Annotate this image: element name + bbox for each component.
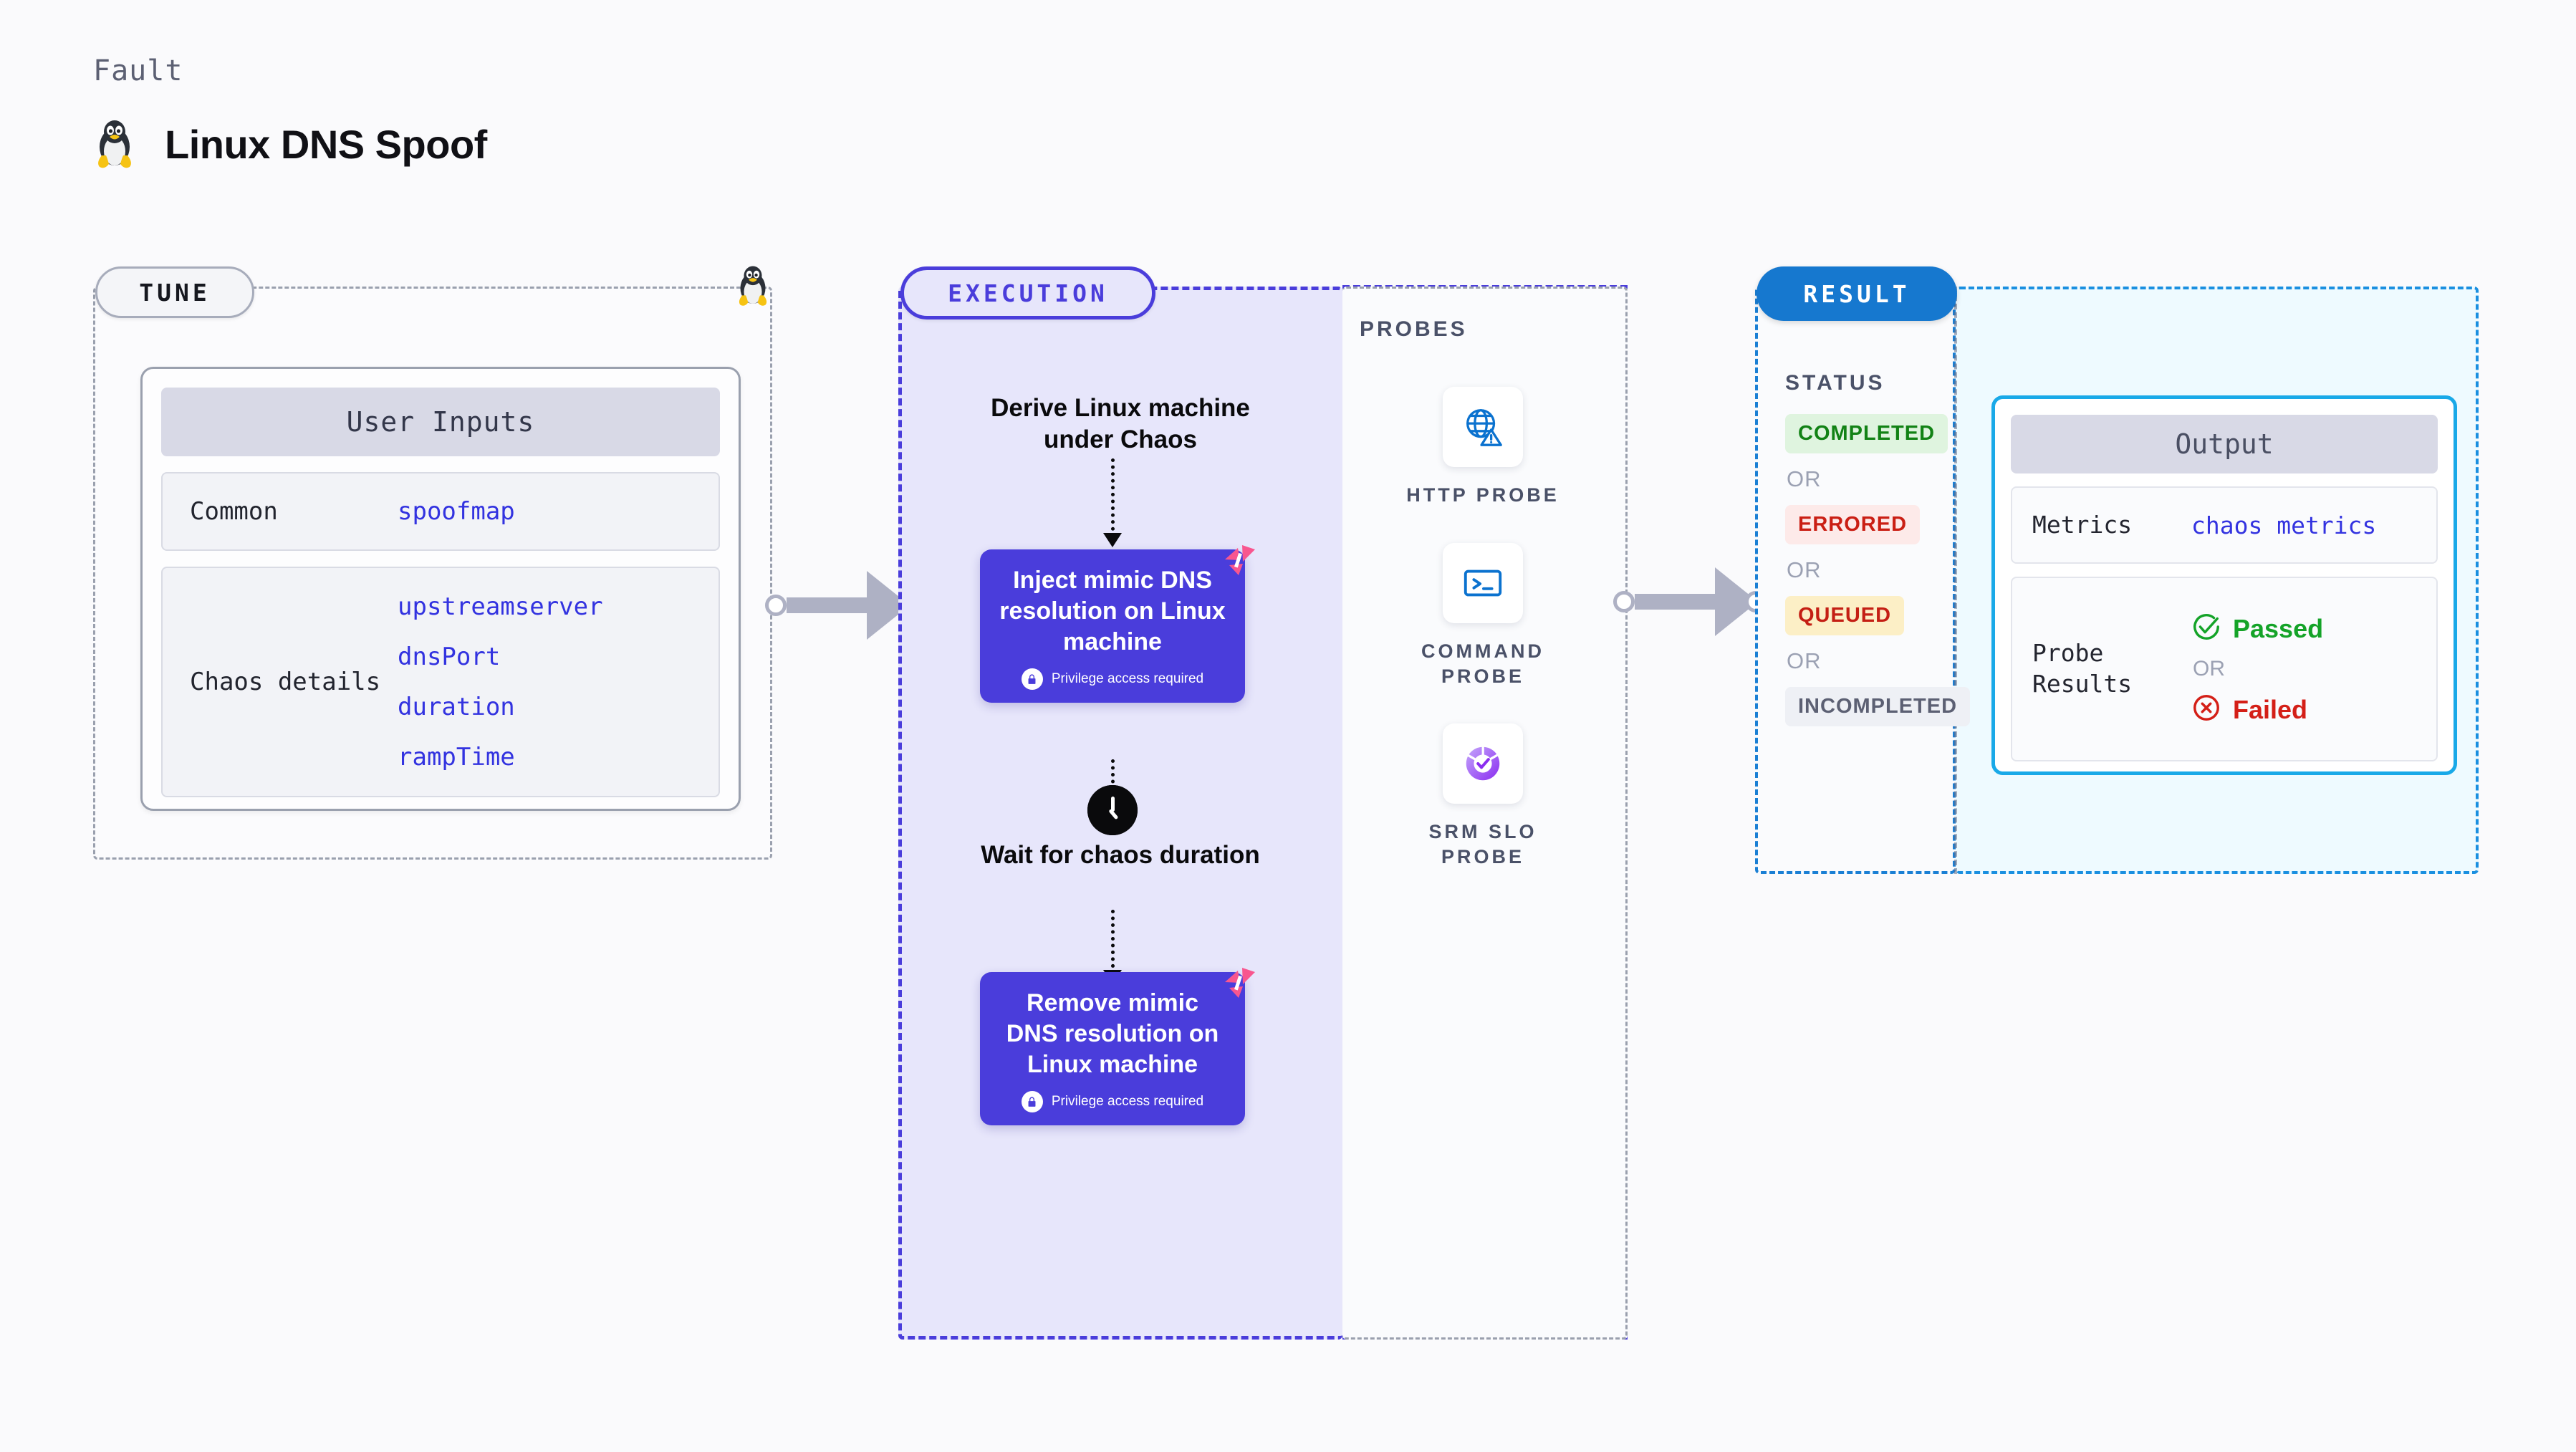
tune-row-common: Common spoofmap: [161, 472, 720, 551]
probes-title: PROBES: [1360, 317, 1468, 341]
user-inputs-card: User Inputs Common spoofmap Chaos detail…: [140, 367, 741, 811]
probe-label: SRM SLO PROBE: [1428, 821, 1537, 868]
tune-row-label: Common: [190, 496, 278, 526]
privilege-note: Privilege access required: [999, 1091, 1226, 1113]
check-circle-icon: [2191, 612, 2221, 645]
fault-title-row: Linux DNS Spoof: [93, 118, 487, 170]
status-badge-errored: ERRORED: [1785, 505, 1921, 544]
status-badge-completed: COMPLETED: [1785, 414, 1948, 453]
output-card: Output Metrics chaos metrics Probe Resul…: [1991, 395, 2457, 775]
connector-tune-to-execution: [765, 566, 918, 645]
probe-label: COMMAND PROBE: [1421, 640, 1544, 688]
tune-param[interactable]: duration: [398, 693, 515, 721]
probe-result-failed: Failed: [2191, 693, 2323, 726]
probe-item-srm-slo[interactable]: SRM SLO PROBE: [1390, 723, 1576, 870]
probe-result-passed: Passed: [2191, 612, 2323, 645]
connector-shaft: [787, 597, 867, 613]
terminal-icon: [1443, 543, 1523, 623]
step-title: Inject mimic DNS resolution on Linux mac…: [999, 567, 1226, 655]
output-row-label: Probe Results: [2032, 639, 2133, 698]
status-or-label: OR: [1787, 466, 1822, 491]
status-or-label: OR: [1787, 557, 1822, 582]
tune-row-values: upstreamserver dnsPort duration rampTime: [398, 592, 603, 771]
tune-row-chaos-details: Chaos details upstreamserver dnsPort dur…: [161, 567, 720, 797]
slo-donut-check-icon: [1443, 723, 1523, 804]
step-card-inject[interactable]: Inject mimic DNS resolution on Linux mac…: [980, 549, 1245, 703]
tune-row-values: spoofmap: [398, 497, 515, 526]
probes-panel: [1342, 287, 1628, 1340]
status-badge-queued: QUEUED: [1785, 596, 1905, 635]
step-title: Remove mimic DNS resolution on Linux mac…: [1006, 989, 1219, 1078]
privilege-note: Privilege access required: [999, 668, 1226, 691]
privilege-note-text: Privilege access required: [1051, 1094, 1204, 1110]
execution-badge[interactable]: EXECUTION: [900, 266, 1155, 319]
result-badge[interactable]: RESULT: [1756, 266, 1957, 321]
derive-step-label: Derive Linux machine under Chaos: [991, 394, 1250, 453]
globe-warning-icon: [1443, 387, 1523, 467]
result-panel: [1755, 287, 1956, 874]
output-row-label: Metrics: [2032, 510, 2133, 539]
connector-start-dot: [1613, 591, 1635, 612]
x-circle-icon: [2191, 693, 2221, 726]
flow-arrow-3: [1103, 910, 1122, 984]
probe-result-or-label: OR: [2193, 657, 2225, 681]
connector-probes-to-result: [1613, 562, 1767, 641]
lock-icon: [1021, 668, 1043, 691]
output-row-metrics: Metrics chaos metrics: [2011, 486, 2438, 564]
clock-icon: [1087, 785, 1138, 835]
status-badge-incompleted: INCOMPLETED: [1785, 687, 1971, 726]
harness-logo-icon: [1209, 956, 1259, 1006]
step-card-remove[interactable]: Remove mimic DNS resolution on Linux mac…: [980, 972, 1245, 1126]
status-or-label: OR: [1787, 648, 1822, 673]
lock-icon: [1021, 1091, 1043, 1113]
user-inputs-title: User Inputs: [161, 388, 720, 456]
harness-logo-icon: [1209, 534, 1259, 584]
probe-label: HTTP PROBE: [1406, 484, 1559, 506]
status-title: STATUS: [1785, 371, 1885, 395]
wait-step-label: Wait for chaos duration: [981, 841, 1260, 869]
status-list: COMPLETED OR ERRORED OR QUEUED OR INCOMP…: [1785, 414, 1971, 726]
tune-param[interactable]: rampTime: [398, 743, 515, 771]
probe-item-http[interactable]: HTTP PROBE: [1390, 387, 1576, 508]
output-title: Output: [2011, 415, 2438, 473]
probe-result-failed-label: Failed: [2233, 694, 2308, 724]
output-metrics-value[interactable]: chaos metrics: [2191, 511, 2377, 539]
page-title: Linux DNS Spoof: [165, 121, 487, 167]
result-output-divider: [1954, 287, 1957, 874]
fault-kicker-label: Fault: [93, 54, 183, 87]
tune-badge[interactable]: TUNE: [95, 266, 254, 318]
output-row-probe-results: Probe Results Passed OR: [2011, 577, 2438, 761]
connector-shaft: [1635, 594, 1715, 610]
tune-param[interactable]: dnsPort: [398, 643, 501, 671]
probe-result-values: Passed OR Failed: [2191, 612, 2323, 726]
linux-penguin-icon: [93, 118, 136, 170]
tune-param[interactable]: spoofmap: [398, 497, 515, 526]
tune-row-label: Chaos details: [190, 667, 381, 696]
connector-start-dot: [765, 595, 787, 616]
tune-param[interactable]: upstreamserver: [398, 592, 603, 621]
linux-penguin-marker-icon: [735, 264, 771, 312]
flow-arrow-1: [1103, 458, 1122, 547]
probe-result-passed-label: Passed: [2233, 613, 2324, 643]
probe-item-command[interactable]: COMMAND PROBE: [1390, 543, 1576, 689]
privilege-note-text: Privilege access required: [1051, 671, 1204, 687]
